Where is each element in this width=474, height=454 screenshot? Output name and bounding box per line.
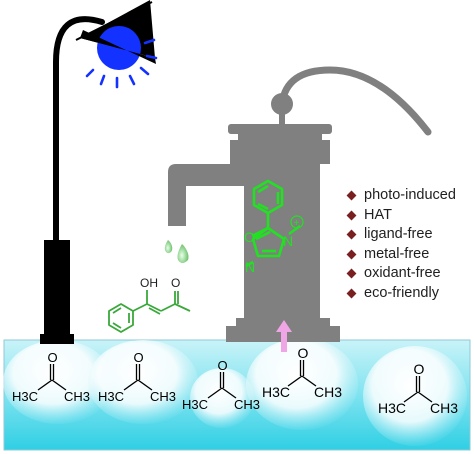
bubble (246, 338, 358, 430)
bubble (3, 340, 113, 424)
feature-item: eco-friendly (346, 284, 456, 304)
product-labels: OH O (140, 276, 180, 290)
catalyst-n-plus-label: N (283, 233, 293, 249)
acetone-ch3-label: CH3 (314, 384, 342, 400)
bubble (88, 340, 198, 424)
feature-label: ligand-free (364, 226, 433, 242)
product-o-label: O (171, 276, 180, 290)
feature-label: eco-friendly (364, 284, 439, 301)
diamond-bullet-icon (346, 268, 357, 279)
catalyst-o-label: O (244, 229, 255, 245)
feature-label: oxidant-free (364, 265, 441, 281)
acetone-o-label: O (414, 361, 425, 377)
diamond-bullet-icon (346, 210, 357, 220)
acetone-molecule: O H3C CH3 (378, 361, 458, 416)
acetone-h3c-label: H3C (98, 389, 124, 404)
diamond-bullet-icon (346, 190, 357, 201)
acetone-molecule: O H3C CH3 (182, 358, 260, 412)
light-rays (85, 38, 158, 89)
feature-item: oxidant-free (346, 264, 456, 284)
acetone-molecule: O H3C CH3 (262, 345, 342, 400)
feature-item: HAT (346, 206, 456, 226)
feature-item: metal-free (346, 245, 456, 265)
acetone-ch3-label: CH3 (430, 400, 458, 416)
bubble (190, 368, 254, 428)
water-pool (3, 338, 471, 451)
acetone-o-label: O (298, 345, 309, 361)
feature-item: ligand-free (346, 225, 456, 245)
catalyst-n-label: N (245, 259, 255, 275)
diamond-bullet-icon (346, 229, 357, 240)
acetone-ch3-label: CH3 (64, 389, 90, 404)
feature-label: HAT (364, 206, 392, 223)
feature-label: metal-free (364, 245, 430, 262)
acetone-o-label: O (134, 350, 144, 365)
acetone-h3c-label: H3C (262, 384, 290, 400)
acetone-h3c-label: H3C (378, 400, 406, 416)
acetone-o-label: O (218, 358, 228, 373)
acetone-molecule: O H3C CH3 (98, 350, 176, 404)
bubble (363, 346, 467, 446)
street-lamp-icon (40, 0, 158, 344)
feature-label: photo-induced (364, 187, 456, 203)
acetone-ch3-label: CH3 (150, 389, 176, 404)
diamond-bullet-icon (346, 288, 357, 298)
product-oh-label: OH (140, 276, 158, 290)
acetone-h3c-label: H3C (12, 389, 38, 404)
catalyst-structure (245, 179, 301, 268)
catalyst-labels: O N N + (244, 215, 304, 275)
acetone-molecule: O H3C CH3 (12, 350, 90, 404)
acetone-ch3-label: CH3 (234, 397, 260, 412)
acetone-h3c-label: H3C (182, 397, 208, 412)
water-drop-icon (164, 240, 189, 263)
feature-item: photo-induced (346, 186, 456, 206)
product-structure (108, 290, 191, 333)
up-arrow-icon (276, 320, 292, 352)
acetone-o-label: O (48, 350, 58, 365)
diamond-bullet-icon (346, 249, 357, 259)
catalyst-charge-label: + (294, 218, 300, 229)
